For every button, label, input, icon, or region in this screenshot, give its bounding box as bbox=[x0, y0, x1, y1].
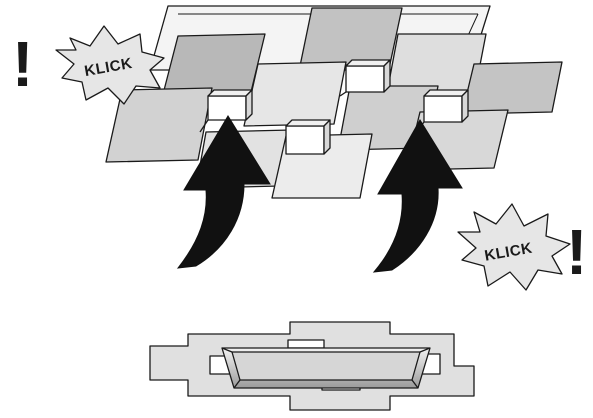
connector-clip-2 bbox=[199, 89, 253, 133]
panel-mid-center-left bbox=[243, 61, 347, 127]
connector-clip-3 bbox=[417, 89, 469, 131]
exclaim-right: ! bbox=[566, 216, 587, 288]
push-arrow-right bbox=[372, 119, 463, 273]
burst-shape bbox=[457, 203, 571, 291]
push-arrow-left bbox=[176, 115, 271, 269]
panel-assembly-exploded bbox=[105, 5, 563, 199]
panel-assembly-assembled bbox=[149, 321, 475, 411]
connector-clip-4 bbox=[285, 119, 331, 155]
panel-mid-left bbox=[105, 87, 213, 163]
klick-burst-top: KLICK bbox=[55, 25, 165, 105]
connector-clip-1 bbox=[339, 59, 391, 97]
burst-shape bbox=[55, 25, 165, 105]
panel-mid-right bbox=[461, 61, 563, 115]
panel-back-center bbox=[299, 7, 403, 67]
klick-burst-bottom: KLICK bbox=[457, 203, 571, 291]
center-rail bbox=[221, 347, 431, 389]
exclaim-left: ! bbox=[12, 28, 33, 100]
clip-top bbox=[287, 339, 325, 349]
